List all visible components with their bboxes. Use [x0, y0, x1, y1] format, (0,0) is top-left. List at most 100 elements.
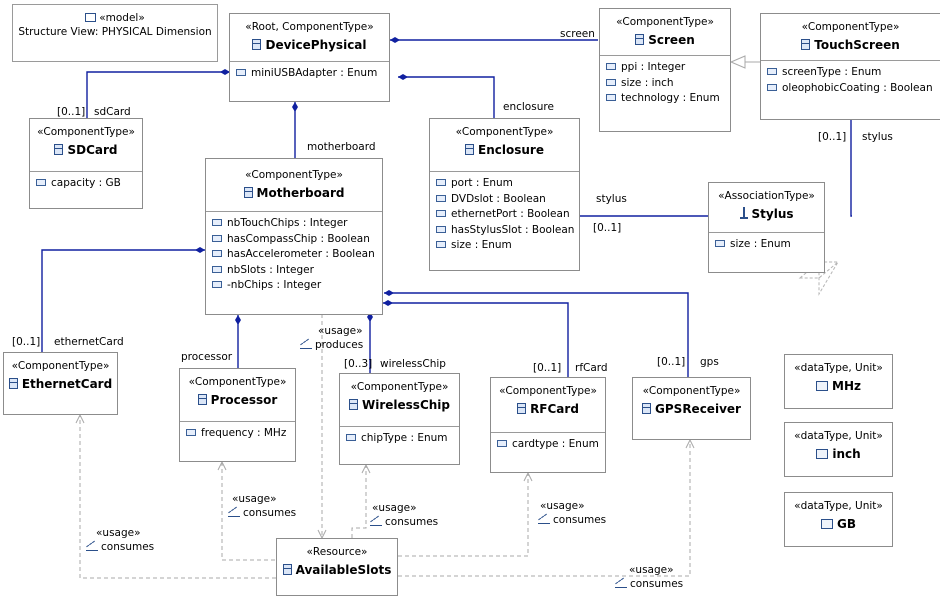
- class-availableslots[interactable]: «Resource» AvailableSlots: [276, 538, 398, 596]
- model-icon: [85, 13, 97, 22]
- processor-attr: frequency : MHz: [201, 427, 287, 439]
- wirelesschip-stereotype: «ComponentType»: [350, 381, 449, 393]
- usage-icon: [300, 339, 312, 349]
- role-label-rfcard: rfCard: [575, 362, 608, 374]
- multiplicity-sdcard: [0..1]: [57, 106, 86, 118]
- dep-label-consumes-ethernet[interactable]: «usage» consumes: [86, 526, 154, 554]
- class-gpsreceiver[interactable]: «ComponentType» GPSReceiver: [632, 377, 751, 440]
- property-icon: [436, 179, 446, 186]
- datatype-mhz[interactable]: «dataType, Unit» MHz: [784, 354, 893, 409]
- property-icon: [186, 429, 196, 436]
- sdcard-stereotype: «ComponentType»: [37, 126, 135, 138]
- property-icon: [212, 265, 222, 273]
- class-rfcard[interactable]: «ComponentType» RFCard cardtype : Enum: [490, 377, 606, 473]
- class-sdcard[interactable]: «ComponentType» SDCard capacity : GB: [29, 118, 143, 209]
- enclosure-name: Enclosure: [478, 143, 544, 157]
- class-wirelesschip[interactable]: «ComponentType» WirelessChip chipType : …: [339, 373, 460, 465]
- datatype-icon: [816, 449, 829, 459]
- component-icon: [349, 399, 358, 410]
- class-ethernetcard[interactable]: «ComponentType» EthernetCard: [3, 352, 118, 415]
- property-icon: [436, 225, 446, 233]
- class-screen[interactable]: «ComponentType» Screen ppi : Integer siz…: [599, 8, 731, 132]
- dep-stereotype: «usage»: [629, 564, 674, 576]
- dep-label-produces[interactable]: «usage» produces: [300, 324, 363, 352]
- property-icon: [212, 219, 222, 226]
- motherboard-attr: nbSlots : Integer: [227, 263, 314, 276]
- dep-stereotype: «usage»: [372, 502, 417, 514]
- mhz-stereotype: «dataType, Unit»: [794, 362, 883, 374]
- motherboard-attr: -nbChips : Integer: [227, 279, 322, 291]
- datatype-inch[interactable]: «dataType, Unit» inch: [784, 422, 893, 477]
- role-label-sdcard: sdCard: [94, 106, 131, 118]
- wirelesschip-name: WirelessChip: [362, 398, 450, 412]
- property-icon: [436, 194, 446, 202]
- rfcard-name: RFCard: [530, 402, 579, 416]
- multiplicity-stylus-touchscreen: [0..1]: [818, 131, 847, 143]
- datatype-gb[interactable]: «dataType, Unit» GB: [784, 492, 893, 547]
- touchscreen-stereotype: «ComponentType»: [801, 21, 900, 33]
- dep-stereotype: «usage»: [96, 527, 141, 539]
- generalization-arrowhead: [729, 55, 746, 69]
- processor-name: Processor: [210, 393, 278, 407]
- datatype-icon: [816, 381, 829, 391]
- motherboard-attr: hasAccelerometer : Boolean: [227, 248, 375, 260]
- dep-label-consumes-wireless[interactable]: «usage» consumes: [370, 501, 438, 529]
- property-icon: [436, 210, 446, 217]
- multiplicity-ethernet: [0..1]: [12, 336, 41, 348]
- model-note[interactable]: «model» Structure View: PHYSICAL Dimensi…: [12, 4, 218, 62]
- class-motherboard[interactable]: «ComponentType» Motherboard nbTouchChips…: [205, 158, 383, 315]
- gpsreceiver-stereotype: «ComponentType»: [642, 385, 741, 397]
- component-icon: [197, 394, 207, 405]
- property-icon: [36, 179, 46, 186]
- property-icon: [767, 83, 777, 91]
- role-label-processor: processor: [181, 351, 233, 363]
- class-touchscreen[interactable]: «ComponentType» TouchScreen screenType :…: [760, 13, 940, 120]
- enclosure-attr: DVDslot : Boolean: [451, 192, 546, 205]
- ethernetcard-stereotype: «ComponentType»: [11, 360, 110, 372]
- assoc-sdcard: [86, 69, 230, 118]
- property-icon: [346, 434, 356, 441]
- stylus-name: Stylus: [751, 207, 794, 221]
- role-label-motherboard: motherboard: [307, 141, 376, 153]
- multiplicity-wireless: [0..3]: [344, 358, 373, 370]
- usage-icon: [538, 514, 550, 524]
- wirelesschip-attr: chipType : Enum: [361, 432, 448, 444]
- dep-stereotype: «usage»: [540, 500, 585, 512]
- inch-stereotype: «dataType, Unit»: [794, 430, 883, 442]
- note-stereotype: «model»: [99, 12, 145, 24]
- dep-text: consumes: [385, 516, 439, 528]
- property-icon: [236, 69, 246, 76]
- property-icon: [436, 241, 446, 248]
- screen-attr: size : inch: [621, 76, 674, 89]
- component-icon: [8, 378, 18, 389]
- dep-label-consumes-rf[interactable]: «usage» consumes: [538, 499, 606, 527]
- datatype-icon: [821, 519, 833, 529]
- mhz-name: MHz: [832, 379, 861, 393]
- component-icon: [635, 34, 645, 45]
- motherboard-stereotype: «ComponentType»: [245, 169, 343, 181]
- role-label-gps: gps: [700, 356, 719, 368]
- property-icon: [212, 250, 222, 257]
- devicephysical-name: DevicePhysical: [265, 38, 367, 52]
- usage-icon: [86, 541, 98, 551]
- component-icon: [252, 39, 262, 50]
- class-stylus[interactable]: «AssociationType» Stylus size : Enum: [708, 182, 825, 273]
- devicephysical-attr: miniUSBAdapter : Enum: [251, 67, 378, 79]
- processor-stereotype: «ComponentType»: [188, 376, 287, 388]
- stylus-stereotype: «AssociationType»: [718, 190, 815, 202]
- role-label-screen: screen: [560, 28, 595, 40]
- touchscreen-attr: screenType : Enum: [782, 66, 882, 78]
- class-processor[interactable]: «ComponentType» Processor frequency : MH…: [179, 368, 296, 462]
- dep-text: consumes: [553, 514, 607, 526]
- class-devicephysical[interactable]: «Root, ComponentType» DevicePhysical min…: [229, 13, 390, 102]
- dep-label-consumes-processor[interactable]: «usage» consumes: [228, 492, 296, 520]
- gb-stereotype: «dataType, Unit»: [794, 500, 883, 512]
- enclosure-stereotype: «ComponentType»: [455, 126, 554, 138]
- class-enclosure[interactable]: «ComponentType» Enclosure port : Enum DV…: [429, 118, 580, 271]
- rfcard-attr: cardtype : Enum: [512, 438, 599, 450]
- dep-label-consumes-gps[interactable]: «usage» consumes: [615, 563, 683, 591]
- dep-consumes-ethernet: [80, 415, 276, 579]
- association-icon: [739, 207, 748, 219]
- dep-text: produces: [315, 339, 364, 351]
- enclosure-attr: hasStylusSlot : Boolean: [451, 223, 575, 236]
